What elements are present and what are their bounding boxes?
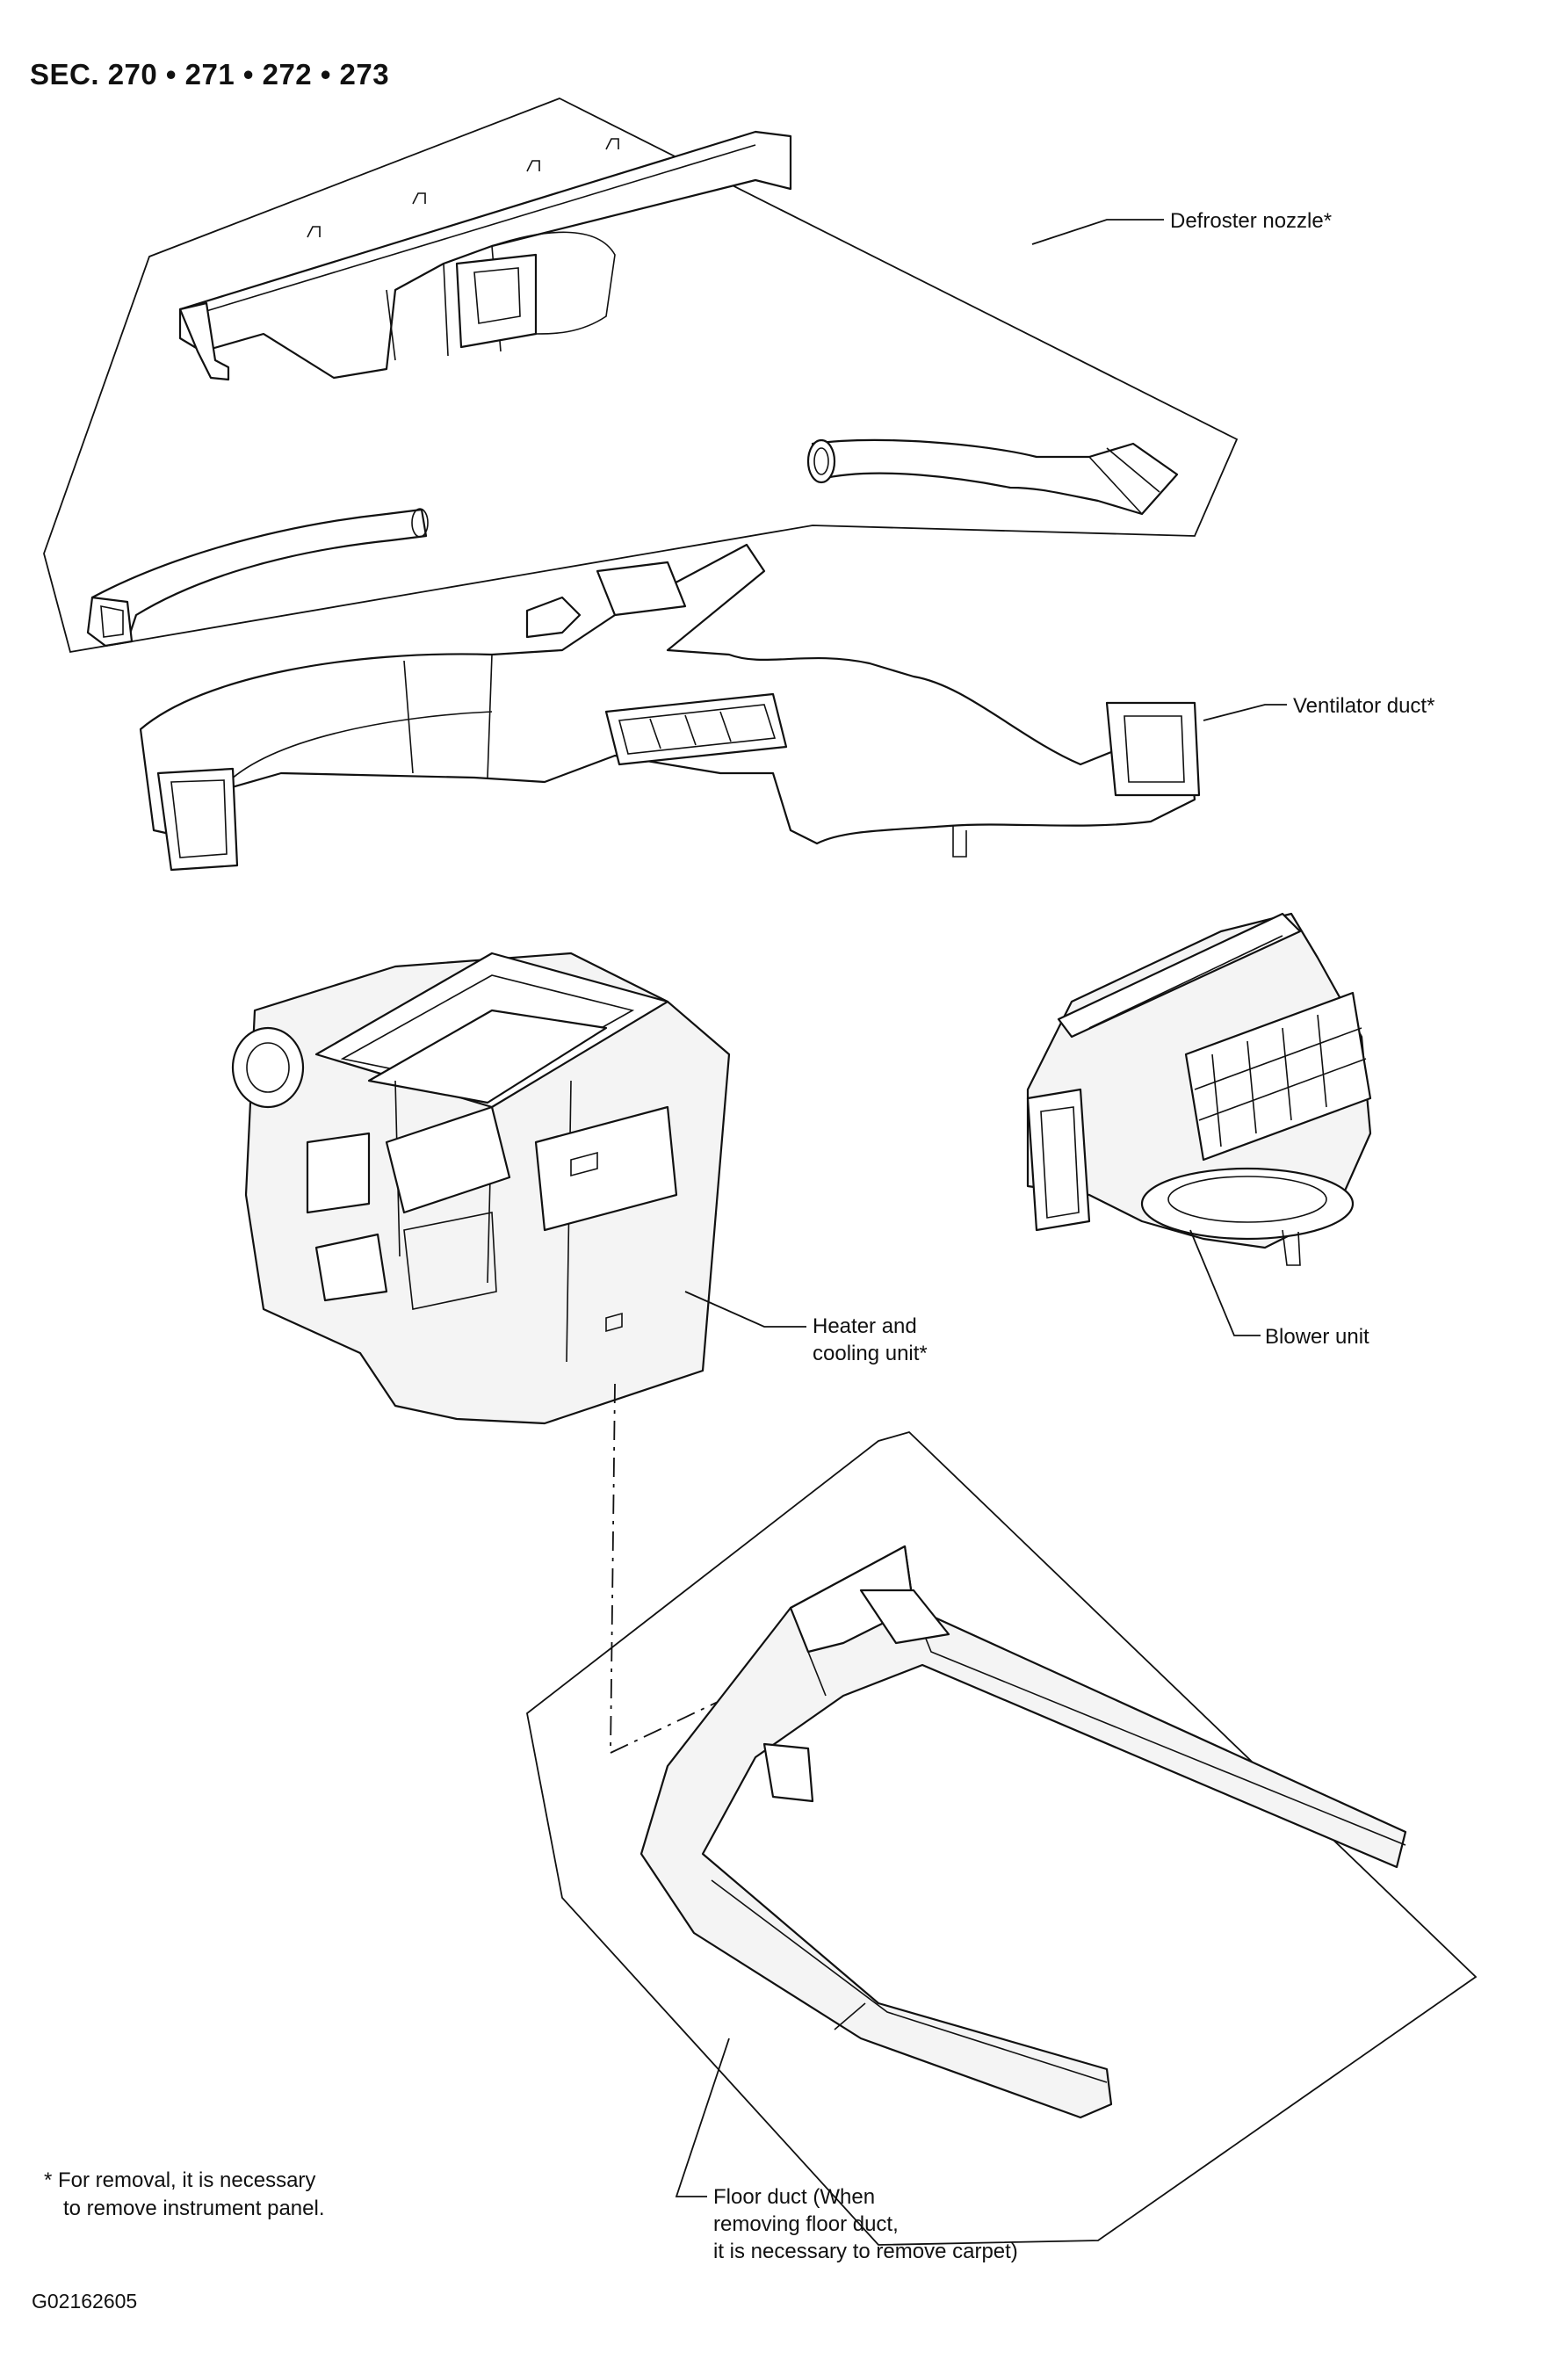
label-heater-cooling-unit: Heater and cooling unit* bbox=[813, 1313, 928, 1367]
figure-id: G02162605 bbox=[32, 2290, 138, 2313]
side-vent-duct-left-part bbox=[86, 508, 429, 648]
blower-unit-part bbox=[1026, 912, 1372, 1266]
floor-duct-part bbox=[639, 1545, 1407, 2119]
leader-defroster-nozzle bbox=[1031, 219, 1164, 245]
footnote-line2: to remove instrument panel. bbox=[63, 2197, 325, 2220]
upper-assembly-outline bbox=[43, 98, 1239, 654]
leader-floor-duct bbox=[675, 2038, 730, 2197]
floor-duct-outline bbox=[526, 1430, 1478, 2246]
leader-ventilator-duct bbox=[1203, 704, 1287, 721]
label-floor-duct-line3: it is necessary to remove carpet) bbox=[713, 2240, 1018, 2263]
leader-blower-unit bbox=[1189, 1229, 1261, 1336]
label-floor-duct-line2: removing floor duct, bbox=[713, 2212, 899, 2236]
footnote: * For removal, it is necessary to remove… bbox=[44, 2167, 324, 2223]
ventilator-duct-part bbox=[139, 543, 1201, 872]
leader-heater-cooling-unit bbox=[684, 1291, 806, 1328]
label-blower-unit: Blower unit bbox=[1265, 1325, 1369, 1349]
label-floor-duct: Floor duct (When removing floor duct, it… bbox=[713, 2183, 1018, 2265]
label-heater-line2: cooling unit* bbox=[813, 1342, 928, 1365]
side-vent-duct-right-part bbox=[806, 438, 1179, 516]
label-heater-line1: Heater and bbox=[813, 1314, 917, 1338]
label-floor-duct-line1: Floor duct (When bbox=[713, 2185, 876, 2209]
section-title: SEC. 270 • 271 • 272 • 273 bbox=[30, 58, 390, 90]
label-defroster-nozzle: Defroster nozzle* bbox=[1170, 209, 1333, 233]
heater-cooling-unit-part bbox=[231, 952, 731, 1425]
footnote-line1: * For removal, it is necessary bbox=[44, 2168, 316, 2192]
label-ventilator-duct: Ventilator duct* bbox=[1293, 694, 1435, 718]
defroster-nozzle-part bbox=[178, 130, 792, 381]
